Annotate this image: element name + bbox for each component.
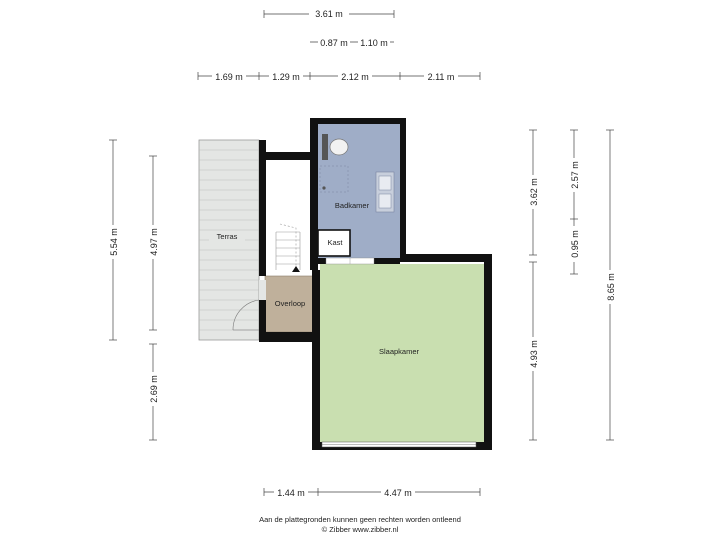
room-label-slaapkamer: Slaapkamer [379, 347, 420, 356]
dim-label-right-d: 4.93 m [529, 340, 539, 368]
door-opening-terras [259, 280, 266, 300]
dim-label-left-inner: 4.97 m [149, 228, 159, 256]
dim-label-left-bottom: 2.69 m [149, 375, 159, 403]
room-label-overloop: Overloop [275, 299, 305, 308]
dim-label-right-b: 2.57 m [570, 161, 580, 189]
dim-label-bottom-a: 1.44 m [277, 488, 305, 498]
dimension-top-split: 0.87 m 1.10 m [310, 36, 394, 48]
overloop-area: Overloop [264, 275, 316, 333]
dimension-bottom: 1.44 m 4.47 m [263, 486, 481, 498]
dimension-left-outer: 5.54 m [107, 139, 119, 341]
dim-label-bottom-b: 4.47 m [384, 488, 412, 498]
dim-label-right-c: 0.95 m [570, 230, 580, 258]
footer-copyright: © Zibber www.zibber.nl [321, 525, 399, 534]
room-label-terras: Terras [217, 232, 238, 241]
dim-label-right-a: 3.62 m [529, 178, 539, 206]
slaapkamer-area: Slaapkamer [320, 264, 484, 442]
dimension-top-total: 3.61 m [263, 8, 395, 20]
dim-label-row3-d: 2.11 m [428, 72, 455, 82]
toilet-icon [329, 138, 349, 156]
kast-area: Kast [317, 229, 351, 257]
stairs [275, 223, 301, 270]
dim-label-right-total: 8.65 m [606, 273, 616, 301]
window-bedroom [321, 441, 477, 448]
dimension-right-d: 4.93 m [527, 261, 539, 441]
dim-label-row3-b: 1.29 m [272, 72, 300, 82]
dim-label-top-total: 3.61 m [315, 9, 343, 19]
dim-label-top-b: 1.10 m [360, 38, 388, 48]
dimension-right-bc: 2.57 m 0.95 m [568, 129, 580, 275]
dim-label-row3-a: 1.69 m [215, 72, 243, 82]
dimension-left-inner: 4.97 m [147, 155, 159, 331]
dim-label-left-outer: 5.54 m [109, 228, 119, 256]
dimension-right-total: 8.65 m [604, 129, 616, 441]
terras-area: Terras [198, 139, 260, 341]
dim-label-top-a: 0.87 m [320, 38, 348, 48]
stairwell-floor [266, 160, 312, 270]
shower-icon [319, 165, 349, 193]
stairs-arrow-icon [292, 266, 300, 272]
dimension-left-bottom: 2.69 m [147, 343, 159, 441]
footer-disclaimer: Aan de plattegronden kunnen geen rechten… [259, 515, 461, 524]
door-swing-terras [232, 299, 260, 331]
dimension-right-a: 3.62 m [527, 129, 539, 256]
room-label-kast: Kast [327, 238, 343, 247]
dimension-row3: 1.69 m 1.29 m 2.12 m 2.11 m [197, 70, 481, 82]
dim-label-row3-c: 2.12 m [341, 72, 369, 82]
room-label-badkamer: Badkamer [335, 201, 370, 210]
